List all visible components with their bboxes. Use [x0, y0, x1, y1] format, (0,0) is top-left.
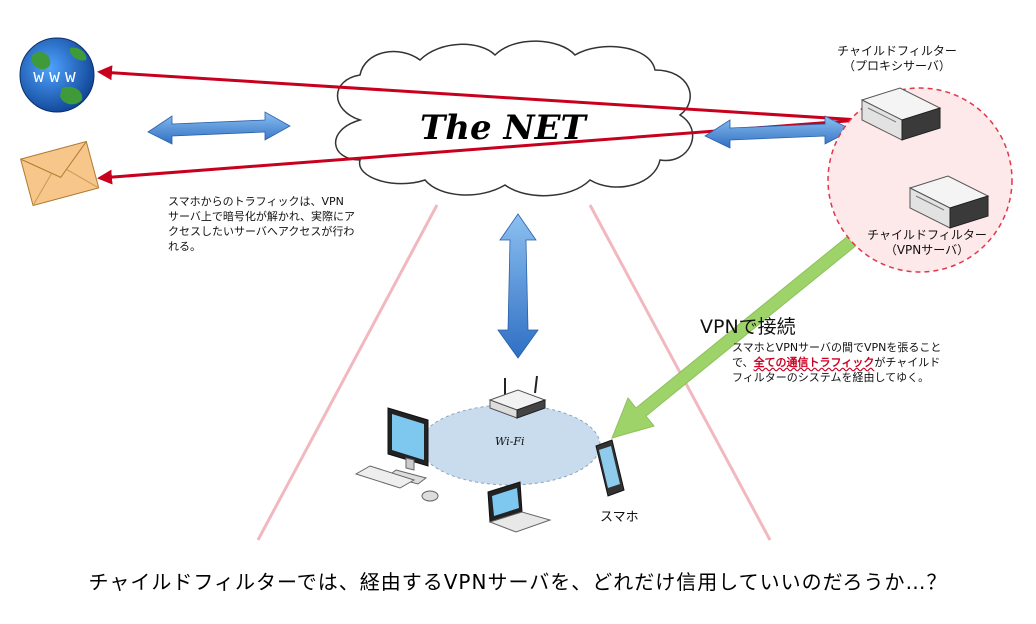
vpn-server-icon: [908, 175, 990, 229]
vpn-heading: VPNで接続: [700, 316, 796, 338]
vpn-desc-line2: で、全ての通信トラフィックがチャイルド: [732, 356, 941, 369]
phone-label: スマホ: [600, 510, 639, 525]
blue-arrow-right: [704, 115, 853, 149]
vpn-desc-line1: スマホとVPNサーバの間でVPNを張ること: [732, 341, 942, 354]
bottom-question: チャイルドフィルターでは、経由するVPNサーバを、どれだけ信用していいのだろうか…: [88, 570, 948, 594]
red-arrow-to-www: [97, 65, 861, 122]
proxy-server-icon: [860, 87, 942, 141]
router-icon: [488, 375, 547, 419]
cone-line-left: [256, 204, 439, 541]
proxy-server-label: チャイルドフィルター （プロキシサーバ）: [837, 44, 957, 73]
wifi-label: Wi-Fi: [495, 435, 525, 448]
blue-arrow-left: [147, 111, 291, 145]
envelope-icon: [20, 140, 100, 207]
globe-icon: [19, 37, 95, 113]
laptop-icon: [487, 481, 552, 533]
www-text: www: [33, 66, 81, 87]
cloud-title: The NET: [420, 108, 586, 148]
left-note: スマホからのトラフィックは、VPN サーバ上で暗号化が解かれ、実際にア クセスし…: [168, 195, 355, 253]
smartphone-icon: [595, 439, 625, 497]
vpn-description: スマホとVPNサーバの間でVPNを張ること で、全ての通信トラフィックがチャイル…: [732, 340, 1022, 385]
desktop-pc-icon: [354, 407, 439, 502]
blue-arrow-vertical: [497, 213, 539, 359]
cloud-shape: [334, 40, 694, 197]
server-halo: [827, 87, 1013, 273]
vpn-server-label: チャイルドフィルター （VPNサーバ）: [867, 228, 987, 257]
